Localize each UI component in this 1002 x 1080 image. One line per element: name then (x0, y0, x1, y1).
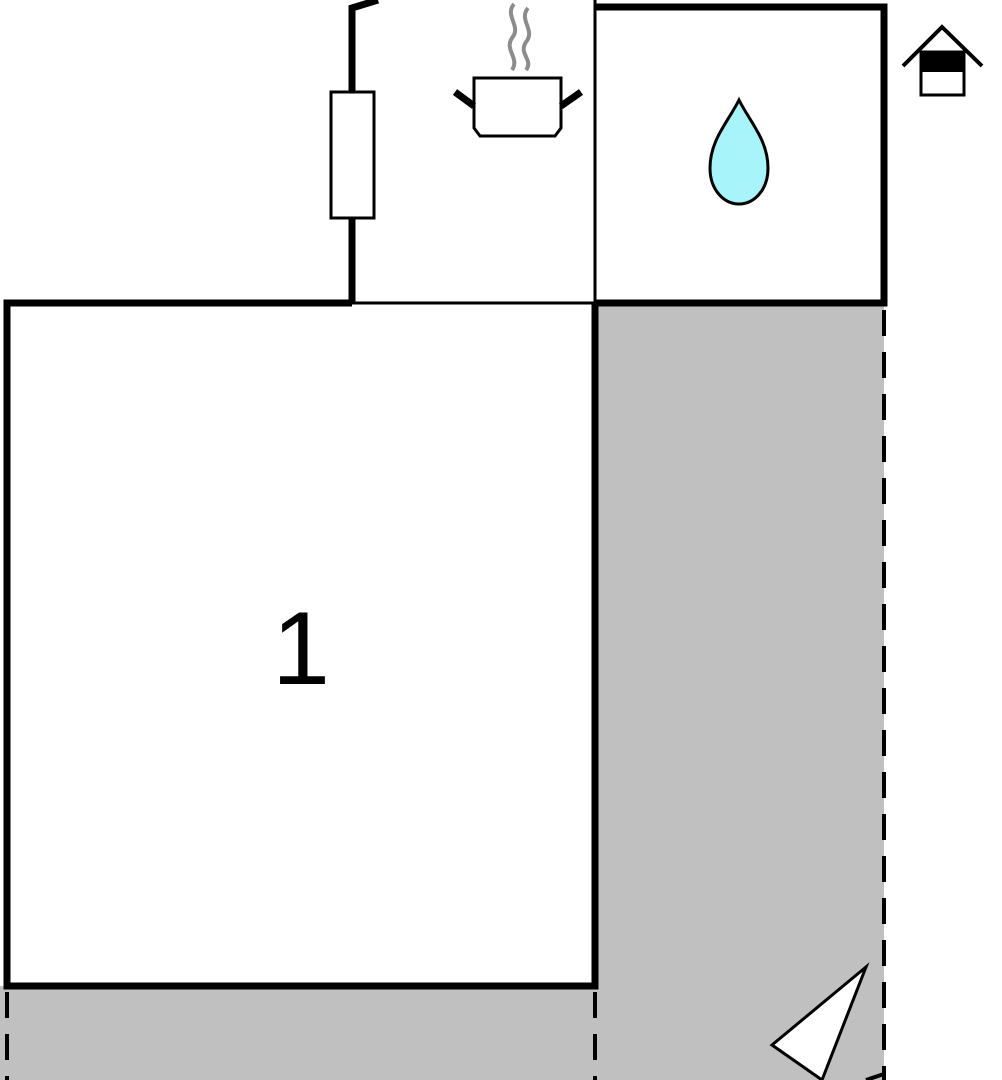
terrace-area (0, 305, 884, 1080)
viewpoint-arrow-icon (769, 962, 870, 1080)
house-icon (901, 24, 984, 97)
bathroom-wall (595, 3, 888, 307)
cooking-pot-icon (452, 2, 584, 138)
water-drop-icon (708, 96, 770, 206)
door-symbol (329, 90, 376, 220)
room-1-wall (3, 299, 599, 990)
terrace-boundary-corner (865, 1072, 885, 1080)
room-1-floor (7, 305, 595, 986)
room-1-label: 1 (272, 591, 330, 707)
